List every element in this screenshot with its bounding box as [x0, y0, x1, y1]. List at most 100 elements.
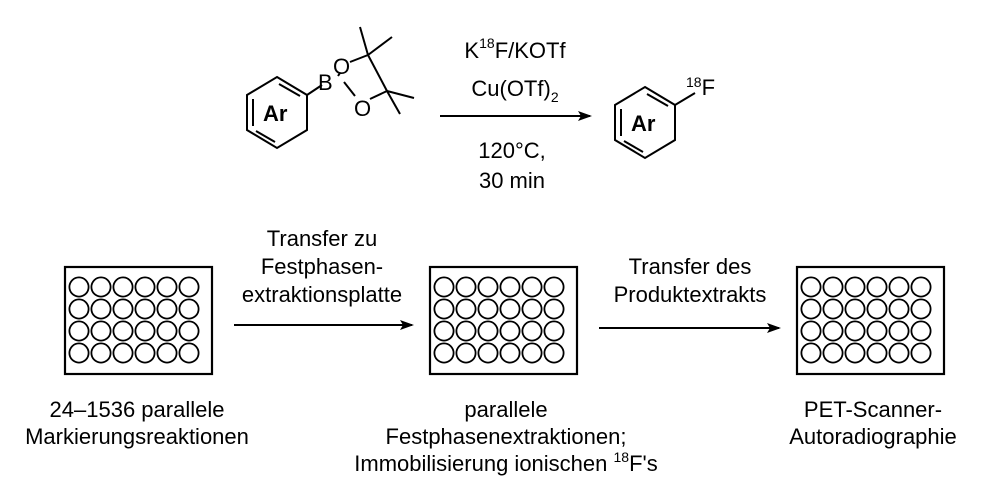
well — [800, 298, 822, 320]
well — [543, 298, 565, 320]
well-plate-3 — [795, 265, 946, 376]
well — [800, 320, 822, 342]
well — [134, 276, 156, 298]
well — [866, 342, 888, 364]
well — [888, 298, 910, 320]
reactant-oxygen-top: O — [333, 54, 350, 79]
well — [433, 342, 455, 364]
reagent1-suffix: F/KOTf — [495, 38, 567, 63]
transfer-1-line-1: Transfer zu — [267, 226, 377, 251]
condition-reagent-1: K18F/KOTf — [464, 35, 566, 63]
well — [888, 276, 910, 298]
well — [910, 298, 932, 320]
well — [68, 276, 90, 298]
well — [156, 298, 178, 320]
well — [866, 320, 888, 342]
well — [477, 320, 499, 342]
well-plate-1 — [63, 265, 214, 376]
well — [68, 342, 90, 364]
condition-reagent-2: Cu(OTf)2 — [471, 76, 558, 105]
well — [499, 342, 521, 364]
reagent1-isotope: 18 — [479, 35, 495, 51]
well — [521, 320, 543, 342]
well — [477, 276, 499, 298]
well — [543, 320, 565, 342]
well — [866, 298, 888, 320]
well — [433, 320, 455, 342]
well — [156, 342, 178, 364]
well — [433, 276, 455, 298]
reagent2-subscript: 2 — [551, 89, 559, 105]
well — [178, 298, 200, 320]
well-plate-2 — [428, 265, 579, 376]
well — [112, 298, 134, 320]
well — [910, 276, 932, 298]
well — [888, 320, 910, 342]
reactant-boron-atom: B — [318, 70, 333, 95]
well — [90, 276, 112, 298]
workflow-plates — [63, 265, 946, 376]
well — [844, 342, 866, 364]
product-element: F — [702, 75, 715, 100]
well — [910, 342, 932, 364]
well — [455, 342, 477, 364]
condition-temperature: 120°C, — [478, 138, 546, 163]
well — [499, 298, 521, 320]
well — [156, 320, 178, 342]
product-fluoroarene — [614, 85, 696, 160]
well — [543, 342, 565, 364]
step-3-line-2: Autoradiographie — [789, 424, 957, 449]
step-2-line-3: Immobilisierung ionischen 18F's — [354, 449, 657, 476]
well — [68, 320, 90, 342]
well — [866, 276, 888, 298]
well — [822, 298, 844, 320]
step-2-isotope: 18 — [614, 449, 630, 465]
well — [844, 320, 866, 342]
well — [521, 276, 543, 298]
well — [910, 320, 932, 342]
well — [499, 320, 521, 342]
step-1-line-1: 24–1536 parallele — [50, 397, 225, 422]
product-isotope: 18 — [686, 74, 702, 90]
well — [178, 342, 200, 364]
well — [90, 298, 112, 320]
transfer-2-line-2: Produktextrakts — [614, 282, 767, 307]
well — [112, 342, 134, 364]
well — [112, 276, 134, 298]
well — [888, 342, 910, 364]
well — [822, 320, 844, 342]
transfer-1-line-2: Festphasen- — [261, 254, 383, 279]
reactant-oxygen-bottom: O — [354, 96, 371, 121]
well — [455, 276, 477, 298]
well — [90, 342, 112, 364]
well — [844, 298, 866, 320]
well — [800, 342, 822, 364]
product-ring-label: Ar — [631, 111, 656, 136]
well — [499, 276, 521, 298]
condition-time: 30 min — [479, 168, 545, 193]
well — [134, 342, 156, 364]
well — [822, 276, 844, 298]
well — [844, 276, 866, 298]
well — [178, 276, 200, 298]
reactant-aryl-boronate — [246, 26, 415, 150]
step-2-line-3-prefix: Immobilisierung ionischen — [354, 451, 613, 476]
well — [521, 298, 543, 320]
well — [156, 276, 178, 298]
well — [90, 320, 112, 342]
reagent1-prefix: K — [464, 38, 479, 63]
transfer-2-line-1: Transfer des — [629, 254, 752, 279]
transfer-1-line-3: extraktionsplatte — [242, 282, 402, 307]
well — [800, 276, 822, 298]
step-3-line-1: PET-Scanner- — [804, 397, 942, 422]
well — [134, 298, 156, 320]
well — [543, 276, 565, 298]
step-2-line-3-suffix: F's — [629, 451, 658, 476]
well — [455, 298, 477, 320]
reagent2-main: Cu(OTf) — [471, 76, 550, 101]
step-2-line-2: Festphasenextraktionen; — [386, 424, 627, 449]
well — [112, 320, 134, 342]
well — [822, 342, 844, 364]
step-1-line-2: Markierungsreaktionen — [25, 424, 249, 449]
